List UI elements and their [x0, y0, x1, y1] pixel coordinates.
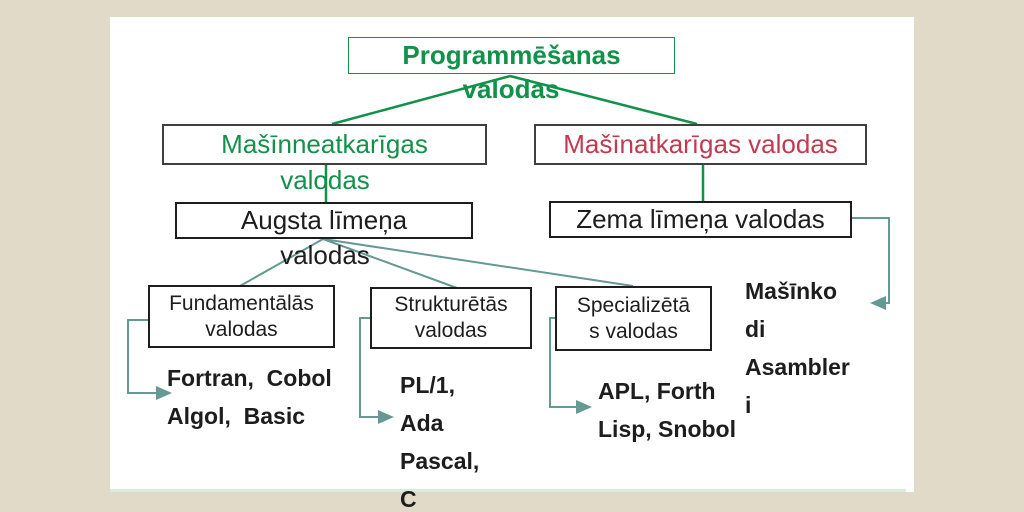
connector-high-level-to-specialized	[322, 238, 634, 287]
node-structured-line1: Strukturētās	[394, 293, 508, 317]
node-machine-independent-label: Mašīnneatkarīgas	[221, 128, 428, 159]
node-high-level: Augsta līmeņa	[175, 202, 473, 239]
node-structured-line2: valodas	[414, 319, 488, 342]
node-specialized: Specializētā s valodas	[555, 286, 712, 351]
diagram-panel	[110, 17, 914, 492]
panel-bottom-edge	[110, 489, 906, 492]
node-fundamental: Fundamentālās valodas	[148, 285, 335, 348]
arrowhead-low-level-examples	[870, 296, 886, 310]
node-high-level-overflow: valodas	[280, 240, 370, 270]
node-high-level-label: Augsta līmeņa	[240, 204, 408, 235]
connector-high-level-to-fundamental	[239, 238, 324, 287]
node-low-level: Zema līmeņa valodas	[549, 201, 852, 238]
arrowhead-specialized-examples	[576, 400, 592, 414]
node-programming-languages: Programmēšanas	[348, 37, 675, 74]
list-structured-examples: PL/1, Ada Pascal, C	[400, 372, 480, 512]
list-low-level-examples: Mašīnko di Asambler i	[745, 278, 850, 418]
list-fundamental-examples: Fortran, Cobol Algol, Basic	[167, 365, 332, 429]
node-low-level-label: Zema līmeņa valodas	[576, 203, 825, 234]
node-machine-dependent-label: Mašīnatkarīgas valodas	[563, 128, 838, 159]
node-machine-independent: Mašīnneatkarīgas	[162, 124, 487, 165]
node-machine-dependent: Mašīnatkarīgas valodas	[534, 124, 867, 165]
node-specialized-line2: s valodas	[589, 319, 678, 343]
node-machine-independent-overflow: valodas	[280, 165, 370, 195]
connector-fundamental-to-examples	[127, 319, 158, 394]
node-programming-languages-overflow: valodas	[462, 74, 560, 104]
connector-specialized-to-examples	[549, 317, 578, 408]
list-specialized-examples: APL, Forth Lisp, Snobol	[598, 378, 736, 442]
node-fundamental-line2: valodas	[205, 317, 278, 341]
node-structured: Strukturētās valodas	[370, 287, 532, 349]
connector-high-level-to-structured	[322, 238, 458, 289]
arrowhead-fundamental-examples	[156, 386, 172, 400]
connector-structured-to-examples	[359, 317, 380, 418]
node-programming-languages-label: Programmēšanas	[402, 39, 621, 70]
connector-low-level-to-examples	[852, 217, 890, 304]
connector-root-to-machine-independent	[331, 74, 511, 126]
node-specialized-line1: Specializētā	[576, 293, 691, 317]
connector-root-to-machine-dependent	[509, 74, 698, 126]
arrowhead-structured-examples	[378, 410, 394, 424]
node-fundamental-line1: Fundamentālās	[169, 291, 314, 315]
